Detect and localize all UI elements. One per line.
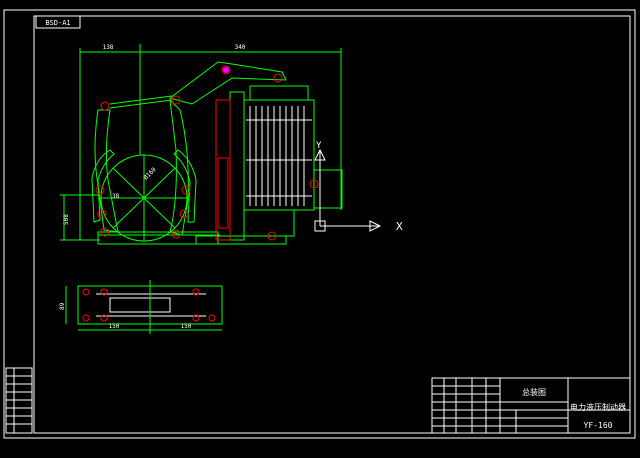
plan-view [65,280,223,334]
plan-pin-holes [82,288,216,322]
spring-scale [217,157,229,229]
revision-table [5,367,33,434]
thruster-base [195,235,287,245]
axis-y-label: Y [316,141,322,151]
thruster-lower-body [243,209,295,237]
dim-plan-right: 150 [181,323,192,330]
dimension-lines [60,44,342,241]
dim-left-width: 138 [103,44,114,51]
thruster-cap [249,85,309,101]
dim-diameter: Ø160 [142,166,157,181]
sheet-border [3,9,636,439]
dim-plan-height: 89 [59,302,66,310]
tie-rod [109,95,173,105]
inner-border [33,15,631,434]
title-tab-text: BSD-A1 [45,19,70,27]
right-brake-shoe [173,149,197,223]
title-product-name: 电力液压制动器 [570,402,626,412]
tie-rod-lower [109,99,173,109]
axis-x-label: X [396,220,403,233]
base-plate [97,231,219,245]
dim-small: 38 [112,193,120,200]
dim-plan-left: 150 [109,323,120,330]
title-model: YF-160 [584,421,613,430]
thruster-rod-housing [229,91,245,241]
title-designer: 总装图 [522,387,546,397]
spring-column [215,99,231,241]
title-tab-box [35,15,81,29]
title-block [431,377,631,434]
top-lever [168,61,287,105]
top-pivot [223,67,229,73]
dim-right-width: 340 [235,44,246,51]
dim-height: 508 [63,214,70,225]
left-brake-shoe [91,149,115,223]
axis-indicator [314,148,382,232]
pin-holes [95,65,319,241]
main-view: 138 340 508 Ø160 38 [60,44,343,245]
junction-box [313,169,343,209]
right-brake-arm [169,98,189,236]
cooling-fins [246,106,312,206]
drum-diag-2 [112,167,176,229]
